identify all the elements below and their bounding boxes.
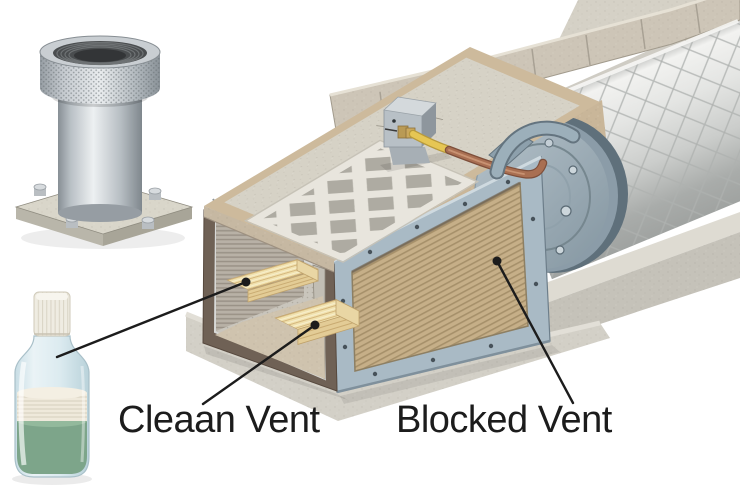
fitting-body bbox=[58, 95, 142, 213]
flange-bolt bbox=[555, 245, 565, 255]
blocked-vent-panel bbox=[332, 155, 551, 394]
solution-bottle bbox=[12, 291, 92, 485]
leader-blocked-vent bbox=[495, 259, 575, 405]
gauge-needle bbox=[384, 128, 398, 132]
valve-box bbox=[380, 96, 452, 172]
leader-bottle-to-plank bbox=[55, 280, 248, 359]
flange-bolt bbox=[568, 165, 578, 175]
clean-vent-plank-lower bbox=[274, 298, 360, 345]
frame-bolts bbox=[340, 179, 539, 377]
clean-vent-label: Cleaan Vent bbox=[118, 399, 320, 441]
flange-bolt bbox=[560, 205, 572, 217]
leader-dots bbox=[241, 256, 502, 330]
vent-grille bbox=[243, 139, 480, 263]
leader-lines bbox=[55, 259, 575, 406]
blocked-vent-label: Blocked Vent bbox=[396, 399, 612, 441]
leader-clean-vent bbox=[201, 323, 317, 406]
copper-tube bbox=[408, 129, 548, 179]
threaded-pipe-fitting bbox=[14, 35, 194, 249]
bottle-liquid bbox=[17, 421, 87, 474]
flange-bracket bbox=[488, 120, 581, 180]
